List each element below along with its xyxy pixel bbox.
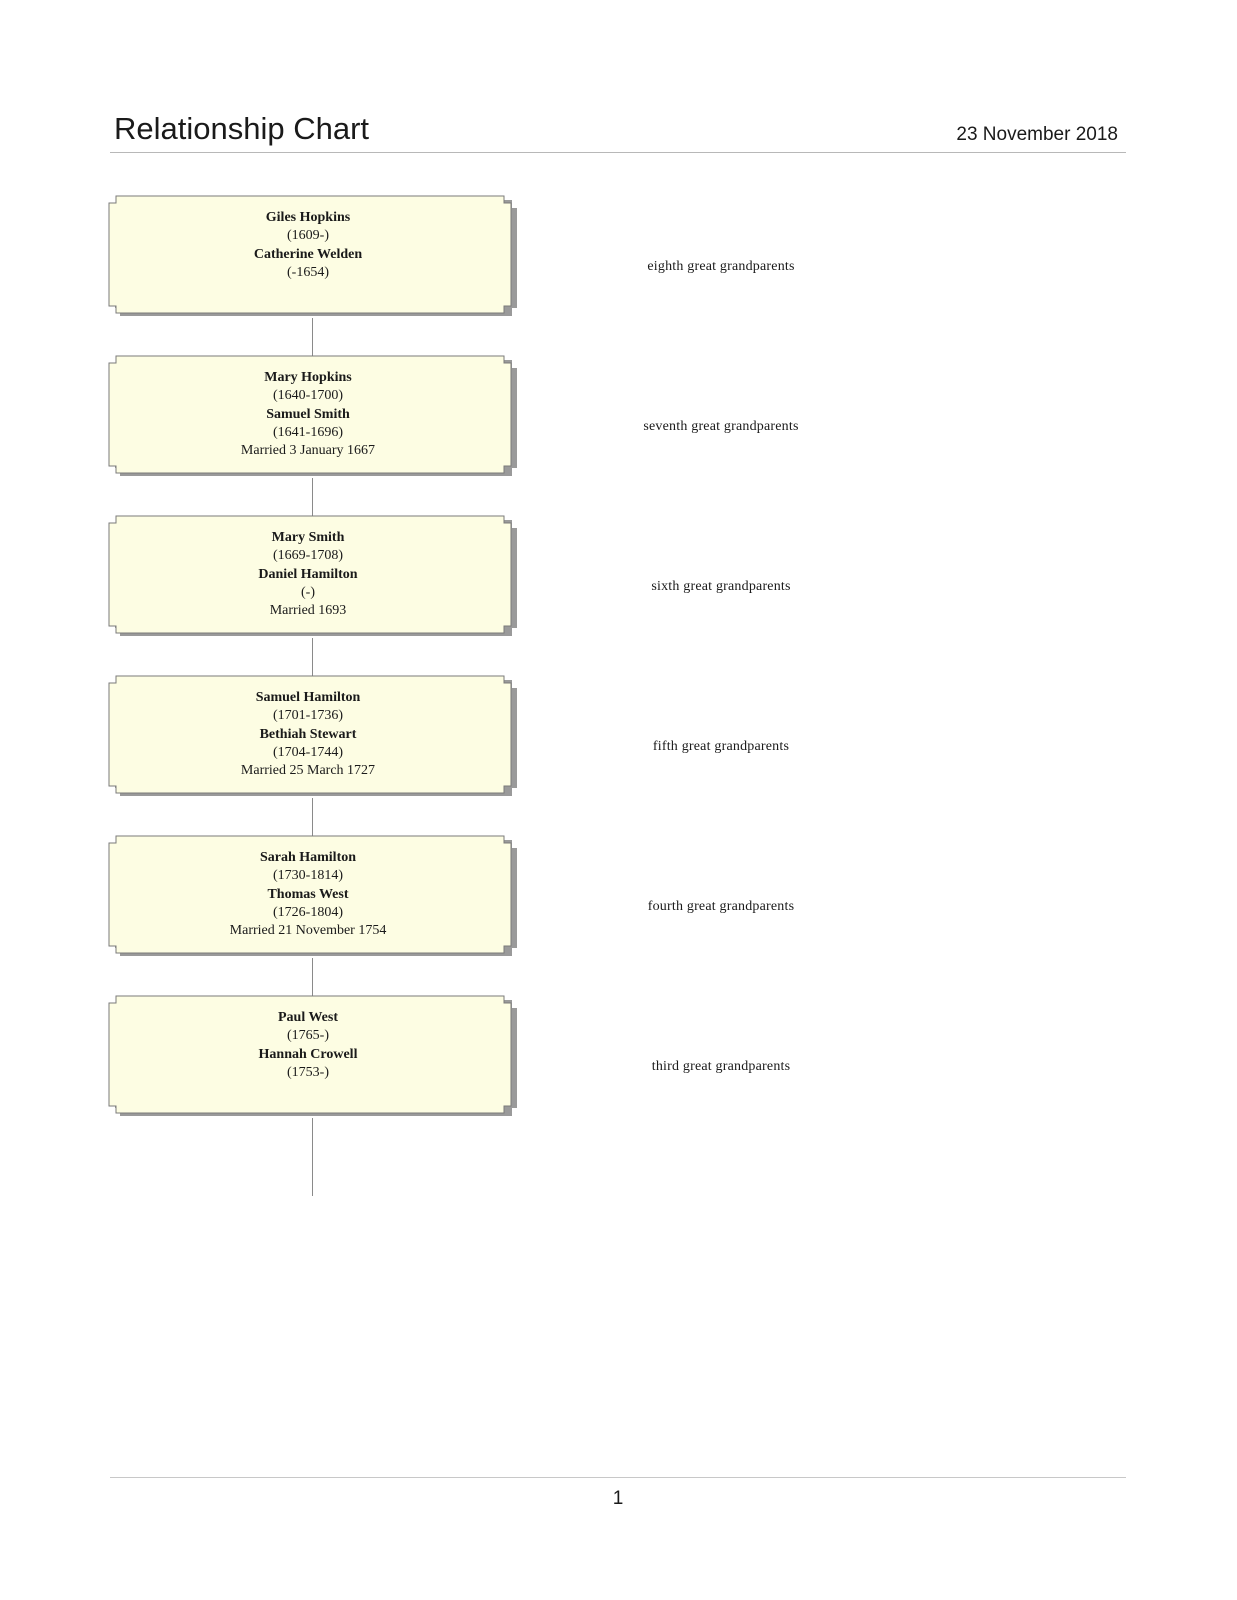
relationship-label: eighth great grandparents bbox=[647, 259, 795, 274]
person-name: Sarah Hamilton bbox=[259, 850, 357, 865]
connector-line bbox=[312, 798, 313, 836]
box-frame bbox=[108, 995, 517, 1116]
person-dates: (1640-1700) bbox=[273, 388, 343, 404]
relationship-label: sixth great grandparents bbox=[651, 579, 791, 594]
page-number: 1 bbox=[612, 1488, 624, 1509]
report-date: 23 November 2018 bbox=[956, 124, 1118, 145]
spouse-name: Catherine Welden bbox=[253, 246, 363, 262]
spouse-dates: (1726-1804) bbox=[273, 904, 343, 920]
couple-box: Paul West (1765-) Hannah Crowell (1753-) bbox=[108, 995, 517, 1117]
box-frame bbox=[108, 355, 517, 476]
person-name: Paul West bbox=[277, 1010, 339, 1025]
connector-line bbox=[312, 478, 313, 516]
connector-line bbox=[312, 958, 313, 996]
couple-box: Mary Smith (1669-1708) Daniel Hamilton (… bbox=[108, 515, 517, 637]
person-name: Samuel Hamilton bbox=[255, 690, 361, 705]
spouse-name: Daniel Hamilton bbox=[258, 566, 358, 582]
connector-line bbox=[312, 318, 313, 356]
couple-box: Samuel Hamilton (1701-1736) Bethiah Stew… bbox=[108, 675, 517, 797]
relationship-label: third great grandparents bbox=[651, 1059, 791, 1074]
person-dates: (1609-) bbox=[287, 228, 329, 244]
relationship-label: fifth great grandparents bbox=[652, 739, 790, 754]
couple-box: Giles Hopkins (1609-) Catherine Welden (… bbox=[108, 195, 517, 317]
person-dates: (1701-1736) bbox=[273, 708, 343, 724]
spouse-name: Thomas West bbox=[267, 886, 349, 902]
person-dates: (1765-) bbox=[287, 1028, 329, 1044]
box-frame bbox=[108, 835, 517, 956]
person-name: Mary Smith bbox=[271, 530, 345, 545]
couple-box: Mary Hopkins (1640-1700) Samuel Smith (1… bbox=[108, 355, 517, 477]
box-frame bbox=[108, 675, 517, 796]
marriage-info: Married 1693 bbox=[269, 603, 347, 619]
relationship-label: fourth great grandparents bbox=[647, 899, 795, 914]
connector-line bbox=[312, 1118, 313, 1196]
spouse-dates: (-1654) bbox=[287, 264, 329, 280]
page-title: Relationship Chart bbox=[114, 111, 370, 146]
person-name: Giles Hopkins bbox=[265, 210, 351, 225]
relationship-label: seventh great grandparents bbox=[643, 419, 799, 434]
spouse-name: Samuel Smith bbox=[266, 406, 350, 422]
spouse-name: Bethiah Stewart bbox=[259, 726, 357, 742]
spouse-name: Hannah Crowell bbox=[258, 1046, 358, 1062]
box-frame bbox=[108, 195, 517, 316]
person-dates: (1730-1814) bbox=[273, 868, 343, 884]
marriage-info: Married 21 November 1754 bbox=[229, 923, 387, 939]
spouse-dates: (-) bbox=[301, 584, 315, 600]
page-footer: 1 bbox=[110, 1477, 1126, 1509]
marriage-info: Married 25 March 1727 bbox=[240, 763, 376, 779]
connector-line bbox=[312, 638, 313, 676]
box-frame bbox=[108, 515, 517, 636]
person-name: Mary Hopkins bbox=[264, 370, 352, 385]
spouse-dates: (1704-1744) bbox=[273, 744, 343, 760]
person-dates: (1669-1708) bbox=[273, 548, 343, 564]
spouse-dates: (1753-) bbox=[287, 1064, 329, 1080]
spouse-dates: (1641-1696) bbox=[273, 424, 343, 440]
couple-box: Sarah Hamilton (1730-1814) Thomas West (… bbox=[108, 835, 517, 957]
page-header: Relationship Chart 23 November 2018 bbox=[110, 108, 1126, 153]
marriage-info: Married 3 January 1667 bbox=[240, 443, 376, 459]
